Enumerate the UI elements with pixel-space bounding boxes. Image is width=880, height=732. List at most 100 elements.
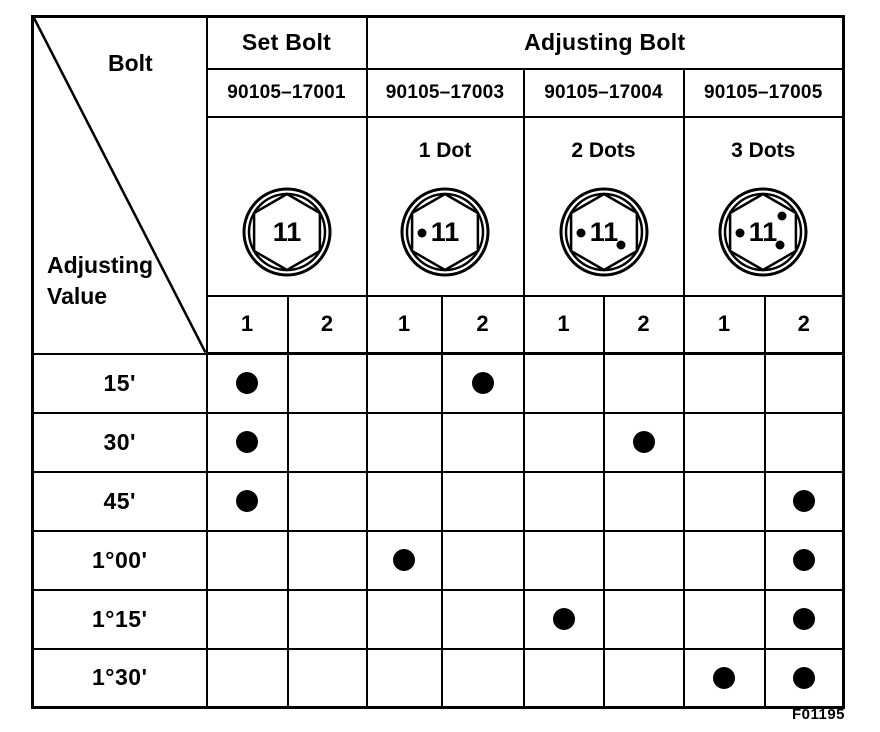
adjusting-value-label: 1°15'	[31, 588, 208, 650]
header-row-subcolumns: 1 2 1 2 1 2 1 2	[33, 294, 845, 355]
mark-cell	[440, 529, 525, 591]
subcol-header: 2	[440, 294, 525, 355]
mark-cell	[682, 411, 766, 473]
header-row-part-numbers: 90105–17001 90105–17003 90105–17004 9010…	[33, 67, 845, 118]
mark-cell	[682, 352, 766, 414]
mark-dot-cell	[365, 529, 443, 591]
mark-dot-cell	[763, 529, 845, 591]
mark-cell	[286, 529, 368, 591]
bolt-head-icon: 11	[400, 187, 490, 276]
mark-cell	[365, 352, 443, 414]
adjusting-value-label: 45'	[31, 470, 208, 532]
mark-cell	[602, 647, 685, 709]
mark-cell	[365, 647, 443, 709]
mark-cell	[682, 588, 766, 650]
mark-cell	[440, 411, 525, 473]
subcol-header: 1	[522, 294, 605, 355]
mark-cell	[602, 470, 685, 532]
svg-text:11: 11	[431, 217, 460, 247]
mark-cell	[286, 411, 368, 473]
bolt-face-cell-1dot: 1 Dot 11	[365, 115, 525, 297]
mark-cell	[763, 411, 845, 473]
bolt-face-cell-set: 11	[205, 115, 368, 297]
mark-cell	[205, 529, 289, 591]
adjusting-value-label: 1°30'	[31, 647, 208, 709]
mark-cell	[763, 352, 845, 414]
adjusting-value-label: 15'	[31, 352, 208, 414]
value-row: 1°00'	[31, 529, 845, 591]
part-number-17003: 90105–17003	[365, 67, 525, 118]
mark-cell	[522, 470, 605, 532]
bolt-dots-label: 2 Dots	[571, 138, 636, 162]
part-number-17001: 90105–17001	[205, 67, 368, 118]
adjusting-value-label: 1°00'	[31, 529, 208, 591]
mark-dot-cell	[205, 411, 289, 473]
header-row-bolt-faces: 11 1 Dot 11 2 Dots 11	[33, 115, 845, 297]
bolt-head-icon: 11	[718, 187, 808, 276]
face-dot	[576, 228, 585, 237]
mark-dot-cell	[522, 588, 605, 650]
mark-dot-cell	[205, 470, 289, 532]
mark-cell	[522, 352, 605, 414]
value-row: 45'	[31, 470, 845, 532]
mark-dot-cell	[440, 352, 525, 414]
face-dot	[735, 228, 745, 237]
mark-cell	[682, 529, 766, 591]
mark-dot-cell	[205, 352, 289, 414]
mark-cell	[286, 352, 368, 414]
face-dot	[777, 211, 787, 220]
adjusting-value-label: 30'	[31, 411, 208, 473]
subcol-header: 1	[365, 294, 443, 355]
subcol-header: 2	[763, 294, 845, 355]
bolt-head-icon: 11	[559, 187, 648, 276]
value-row: 1°30'	[31, 647, 845, 709]
mark-cell	[205, 647, 289, 709]
face-dot	[417, 228, 427, 237]
face-dot	[616, 240, 625, 249]
mark-cell	[522, 529, 605, 591]
mark-cell	[286, 588, 368, 650]
corner-cell: Bolt Adjusting Value	[31, 15, 208, 355]
bolt-face-cell-2dots: 2 Dots 11	[522, 115, 685, 297]
corner-label-adjusting-value: Adjusting Value	[47, 252, 154, 310]
bolt-face-cell-3dots: 3 Dots 11	[682, 115, 845, 297]
face-dot	[775, 240, 785, 249]
mark-cell	[286, 647, 368, 709]
mark-cell	[365, 411, 443, 473]
mark-cell	[440, 470, 525, 532]
diagonal-line	[34, 18, 205, 352]
mark-cell	[682, 470, 766, 532]
subcol-header: 2	[602, 294, 685, 355]
mark-cell	[365, 588, 443, 650]
bolt-dots-label: 1 Dot	[418, 138, 472, 162]
mark-dot-cell	[602, 411, 685, 473]
mark-cell	[205, 588, 289, 650]
mark-dot-cell	[763, 647, 845, 709]
value-row: 15'	[31, 352, 845, 414]
svg-text:11: 11	[272, 217, 301, 247]
mark-dot-cell	[763, 588, 845, 650]
mark-cell	[365, 470, 443, 532]
part-number-17004: 90105–17004	[522, 67, 685, 118]
mark-dot-cell	[763, 470, 845, 532]
svg-text:11: 11	[589, 217, 618, 247]
bolt-head-icon: 11	[242, 187, 331, 276]
subcol-header: 2	[286, 294, 368, 355]
mark-cell	[440, 588, 525, 650]
mark-cell	[602, 588, 685, 650]
mark-cell	[602, 352, 685, 414]
header-row-bolt-type: Bolt Adjusting Value Set Bolt Adjusting …	[31, 15, 845, 355]
mark-cell	[602, 529, 685, 591]
mark-cell	[440, 647, 525, 709]
mark-cell	[522, 411, 605, 473]
mark-cell	[522, 647, 605, 709]
value-row: 30'	[31, 411, 845, 473]
subcol-header: 1	[205, 294, 289, 355]
bolt-adjusting-table: Bolt Adjusting Value Set Bolt Adjusting …	[31, 15, 845, 709]
header-set-bolt: Set Bolt	[205, 15, 368, 70]
bolt-dots-label: 3 Dots	[731, 138, 796, 162]
mark-cell	[286, 470, 368, 532]
figure-code: F01195	[791, 706, 845, 723]
mark-dot-cell	[682, 647, 766, 709]
part-number-17005: 90105–17005	[682, 67, 845, 118]
